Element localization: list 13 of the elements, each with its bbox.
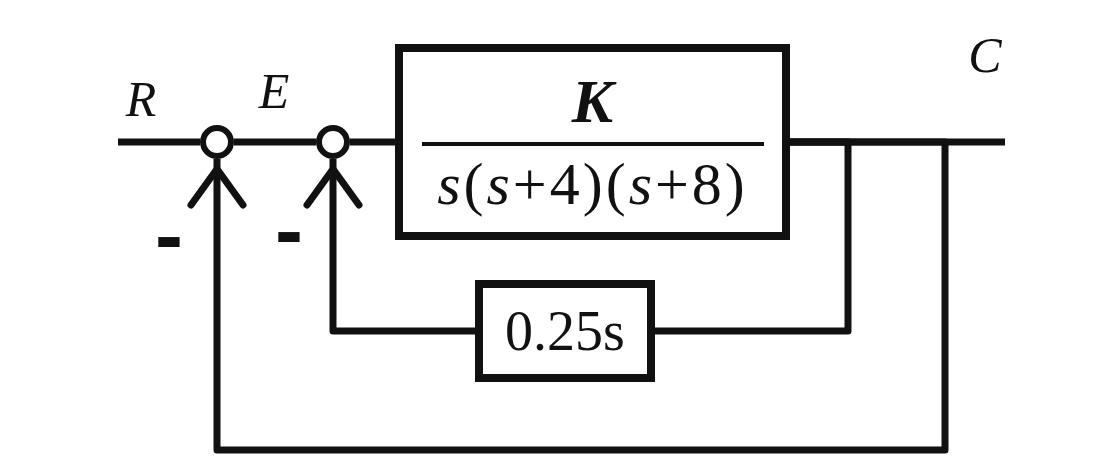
transfer-function-text: 0.25s: [505, 303, 625, 359]
signal-label: R: [125, 74, 157, 124]
signal-line: [234, 138, 316, 146]
transfer-function-block: [395, 44, 790, 240]
signal-label: E: [258, 66, 290, 116]
signal-label: C: [968, 30, 1002, 80]
minus-sign: -: [155, 220, 183, 250]
arrow: [303, 159, 475, 335]
summing-junction: [200, 125, 234, 159]
summing-junction: [316, 125, 350, 159]
transfer-function-block: [475, 280, 655, 382]
signal-line: [350, 138, 395, 146]
minus-sign: -: [275, 215, 303, 245]
